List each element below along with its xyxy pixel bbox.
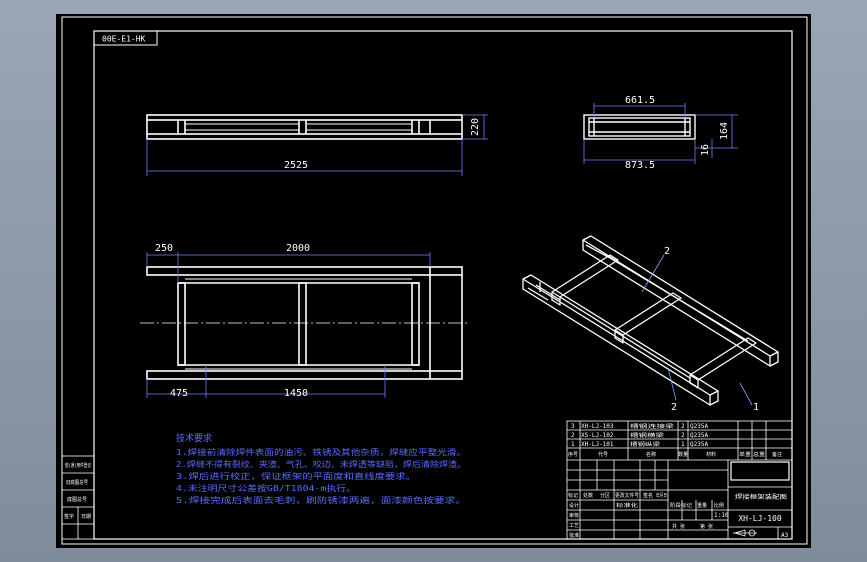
label-mark: 标记: [568, 492, 578, 499]
bom-mat-3: Q235A: [690, 423, 708, 430]
technical-notes: 技术要求 1.焊接前清除焊件表面的油污、铁锈及其他杂质，焊缝应平整光滑。 2.焊…: [176, 432, 466, 505]
bom-header-code: 代号: [598, 451, 608, 458]
iso-callout-2-top: 2: [664, 246, 670, 257]
left-row-3: 底图总号: [67, 496, 87, 503]
bom-row-1: 1 XH-LJ-101 槽钢纵梁 1 Q235A: [571, 441, 708, 448]
label-sheet-no: 第 张: [700, 523, 713, 530]
outer-frame: [61, 16, 808, 545]
plan-view-dims: [146, 252, 431, 398]
bom-qty-3: 2: [681, 423, 685, 430]
notes-line-4: 4.未注明尺寸公差按GB/T1804-m执行。: [176, 483, 356, 493]
label-standard: 标准化: [616, 502, 638, 509]
label-count: 处数: [583, 492, 593, 499]
bom-name-3: 槽钢连接梁: [630, 423, 674, 430]
label-review: 审核: [569, 512, 579, 519]
bom-header-unit-w: 单重: [739, 451, 751, 458]
iso-callout-2-bottom: 2: [671, 402, 677, 413]
left-row-1: 借(通)用件登记: [65, 462, 91, 469]
bom-name-2: 槽钢横梁: [630, 432, 664, 439]
bom-no-3: 3: [571, 423, 575, 430]
side-view-dims: [583, 103, 738, 164]
bom-name-1: 槽钢纵梁: [630, 441, 660, 448]
top-view-dims: [146, 114, 488, 176]
bom-header: 序号 代号 名称 数量 材料 单重 总重 备注: [568, 451, 782, 458]
bom-header-mat: 材料: [706, 451, 716, 458]
bom-header-total-w: 总重: [753, 451, 765, 458]
bom-code-1: XH-LJ-101: [581, 441, 614, 448]
notes-line-5: 5.焊接完成后表面去毛刺，刷防锈漆两遍，面漆颜色按要求。: [176, 495, 466, 505]
code-box: 00E-E1-HK: [93, 30, 158, 46]
top-view: [146, 114, 463, 140]
dim-span: 2000: [286, 243, 310, 254]
dim-height: 220: [470, 118, 481, 136]
bom-code-2: XS-LJ-102: [581, 432, 614, 439]
label-zone: 分区: [600, 492, 610, 499]
label-total-sheets: 共 张: [672, 523, 685, 530]
iso-leaders: [641, 254, 753, 406]
title-block-lines: [566, 420, 793, 540]
bom-header-qty: 数量: [678, 451, 688, 458]
bom-mat-2: Q235A: [690, 432, 708, 439]
bom-no-1: 1: [571, 441, 575, 448]
bom-no-2: 2: [571, 432, 575, 439]
dim-bottom-span: 1450: [284, 388, 308, 399]
label-date: 年月日: [656, 492, 667, 499]
label-stage: 阶段标记: [670, 502, 692, 509]
bom-code-3: XH-LJ-103: [581, 423, 614, 430]
notes-line-1: 1.焊接前清除焊件表面的油污、铁锈及其他杂质，焊缝应平整光滑。: [176, 447, 466, 457]
bom-row-3: 3 XH-LJ-103 槽钢连接梁 2 Q235A: [571, 423, 708, 430]
notes-line-2: 2.焊缝不得有裂纹、夹渣、气孔、咬边、未焊透等缺陷，焊后清除焊渣。: [176, 459, 466, 469]
notes-line-3: 3.焊后进行校正，保证框架的平面度和直线度要求。: [176, 471, 416, 481]
dim-length: 2525: [284, 160, 308, 171]
label-process: 工艺: [569, 523, 579, 529]
notes-title: 技术要求: [176, 432, 212, 444]
dim-left: 250: [155, 243, 173, 254]
drawing-number: XH-LJ-100: [738, 514, 782, 523]
inner-frame: [93, 30, 793, 540]
dim-outer: 873.5: [625, 160, 655, 171]
label-scale: 比例: [714, 502, 724, 509]
bom-row-2: 2 XS-LJ-102 槽钢横梁 2 Q235A: [571, 432, 708, 439]
label-design: 设计: [569, 502, 579, 509]
left-row-2: 旧底图总号: [66, 479, 88, 486]
label-approve: 批准: [569, 532, 579, 539]
bom-header-name: 名称: [646, 451, 656, 458]
side-view: [583, 114, 696, 140]
bom-qty-1: 1: [681, 441, 685, 448]
left-row-4: 签字: [64, 513, 74, 520]
dim-bottom-left: 475: [170, 388, 188, 399]
projection-symbol: [733, 529, 757, 537]
iso-view: [522, 235, 779, 406]
sheet-size: A3: [781, 532, 789, 539]
left-side-block: [61, 455, 95, 540]
part-title: 焊接框架装配图: [735, 493, 787, 501]
plan-view: [146, 266, 463, 380]
iso-callout-1: 1: [753, 402, 759, 413]
left-row-5: 日期: [81, 514, 91, 520]
code-box-text: 00E-E1-HK: [102, 35, 146, 44]
bom-mat-1: Q235A: [690, 441, 708, 448]
label-weight: 重量: [697, 502, 707, 509]
dim-inner: 661.5: [625, 95, 655, 106]
scale-value: 1:10: [714, 512, 729, 519]
title-block-company-box: [730, 461, 790, 481]
dim-h1: 164: [719, 122, 730, 140]
bom-qty-2: 2: [681, 432, 685, 439]
title-block-labels: 标记 处数 分区 更改文件号 签名 年月日 设计 审核 工艺 批准 标准化 阶段…: [568, 492, 724, 539]
label-sign: 签名: [643, 492, 653, 499]
bom-header-no: 序号: [568, 451, 578, 458]
label-change-doc: 更改文件号: [615, 492, 639, 499]
bom-header-remark: 备注: [772, 451, 782, 458]
dim-h2: 16: [700, 144, 711, 156]
